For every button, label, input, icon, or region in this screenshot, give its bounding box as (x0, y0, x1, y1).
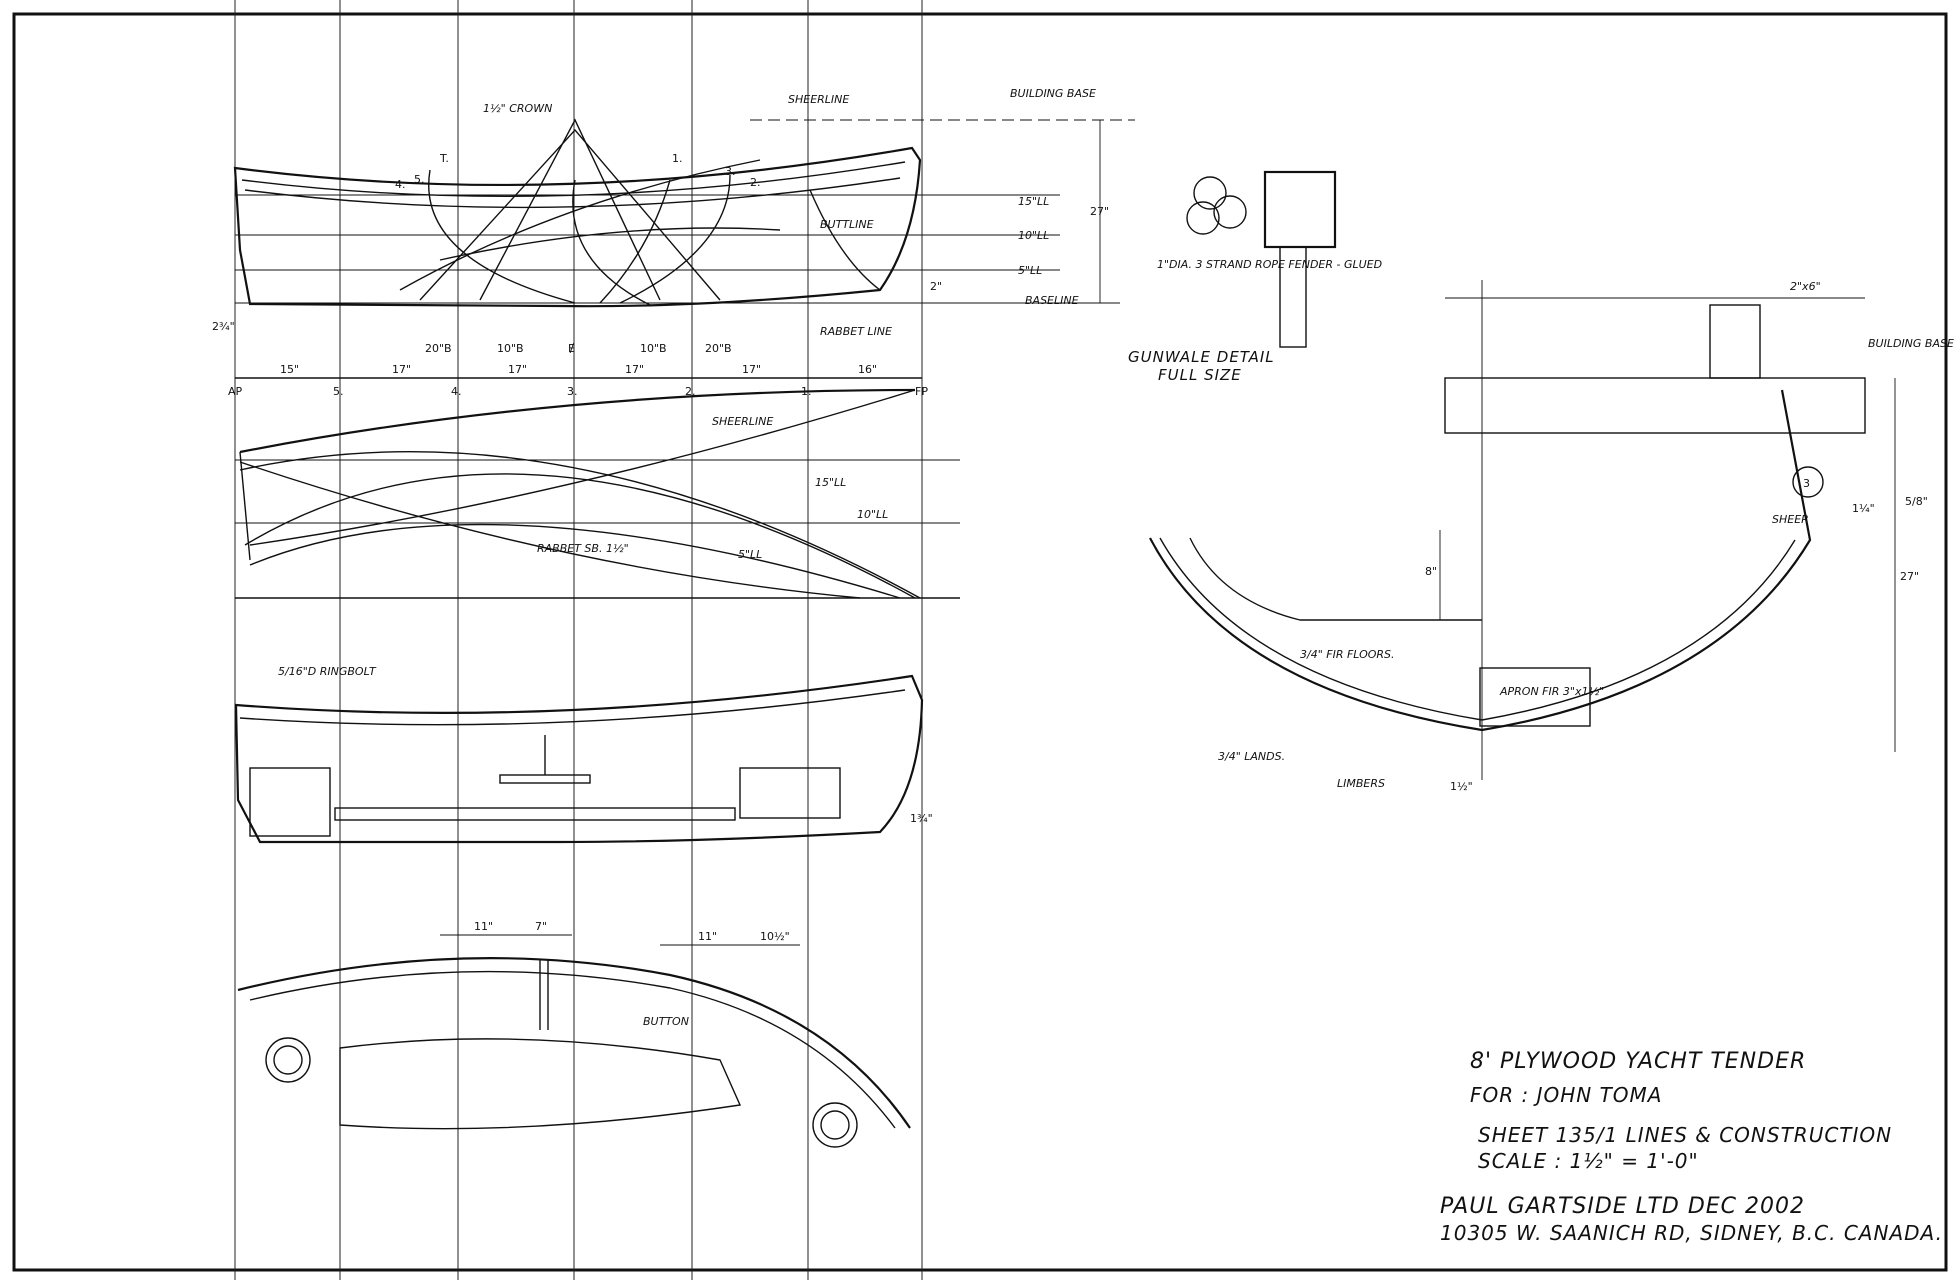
buttock-20-fwd: 20"B (705, 342, 732, 355)
station-num-t: T. (439, 152, 449, 165)
buttock-10-fwd: 10"B (640, 342, 667, 355)
wl-15-plan-label: 15"LL (815, 476, 846, 489)
dim-1-1-2: 1½" (1450, 780, 1473, 793)
spacing-6: 16" (858, 363, 877, 376)
buttock-10-aft: 10"B (497, 342, 524, 355)
dim-1-3-4: 1¾" (910, 812, 933, 825)
title-line-4: SCALE : 1½" = 1'-0" (1478, 1149, 1699, 1173)
station-num-5: 5. (414, 173, 425, 186)
dim-5-8: 5/8" (1905, 495, 1928, 508)
title-line-1: 8' PLYWOOD YACHT TENDER (1470, 1049, 1806, 1074)
station-fp: FP (915, 385, 928, 398)
spacing-4: 17" (625, 363, 644, 376)
button-label: BUTTON (643, 1015, 689, 1028)
gunwale-detail: 1"DIA. 3 STRAND ROPE FENDER - GLUED GUNW… (1128, 170, 1382, 384)
profile-view: BUILDING BASE 1½" CROWN SHEERLINE 15"LL … (212, 87, 1135, 355)
building-base-right-label: BUILDING BASE (1868, 337, 1954, 350)
station-3: 3. (567, 385, 578, 398)
dim-8: 8" (1425, 565, 1437, 578)
station-4: 4. (451, 385, 462, 398)
limbers-label: LIMBERS (1337, 777, 1385, 790)
rabbet-line-label: RABBET LINE (820, 325, 892, 338)
dim-27: 27" (1090, 205, 1109, 218)
dim-1-4: 1¼" (1852, 502, 1875, 515)
title-line-2: FOR : JOHN TOMA (1470, 1083, 1663, 1107)
crown-label: 1½" CROWN (483, 102, 552, 115)
station-5: 5. (333, 385, 344, 398)
station-grid (234, 0, 1483, 1280)
station-2: 2. (685, 385, 696, 398)
plan-view: 11" 7" 11" 10½" BUTTON (237, 920, 911, 1148)
dim-27-right: 27" (1900, 570, 1919, 583)
ringbolt-label: 5/16"D RINGBOLT (278, 665, 377, 678)
stock-label: 2"x6" (1790, 280, 1821, 293)
wl-15-label: 15"LL (1018, 195, 1049, 208)
sheerline-plan-label: SHEERLINE (712, 415, 773, 428)
plan-dim-7: 7" (535, 920, 547, 933)
wl-5-label: 5"LL (1018, 264, 1042, 277)
wl-5-plan-label: 5"LL (738, 548, 762, 561)
sheet-border (12, 12, 1948, 1272)
dim-2-3-4: 2¾" (212, 320, 235, 333)
buttline-label: BUTTLINE (820, 218, 874, 231)
spacing-2: 17" (392, 363, 411, 376)
station-num-1: 1. (672, 152, 683, 165)
plan-dim-10-1-2: 10½" (760, 930, 790, 943)
midsection-detail: 2"x6" BUILDING BASE 3 SHEER 8" 27" 1¼" 5… (1149, 280, 1954, 793)
title-block: 8' PLYWOOD YACHT TENDER FOR : JOHN TOMA … (1440, 1049, 1943, 1245)
title-line-3: SHEET 135/1 LINES & CONSTRUCTION (1478, 1123, 1892, 1147)
station-row: AP 5. 4. 3. 2. 1. FP 15" 17" 17" 17" 17"… (228, 363, 928, 398)
fir-floors-label: 3/4" FIR FLOORS. (1300, 648, 1395, 661)
plan-dim-11b: 11" (698, 930, 717, 943)
full-size-label: FULL SIZE (1158, 366, 1242, 384)
dim-2: 2" (930, 280, 942, 293)
spacing-1: 15" (280, 363, 299, 376)
title-line-5: PAUL GARTSIDE LTD DEC 2002 (1440, 1194, 1805, 1219)
building-base-label: BUILDING BASE (1010, 87, 1096, 100)
spacing-3: 17" (508, 363, 527, 376)
spacing-5: 17" (742, 363, 761, 376)
station-num-2: 2. (750, 176, 761, 189)
half-breadth-view: SHEERLINE RABBET SB. 1½" 15"LL 10"LL 5"L… (235, 388, 960, 599)
inboard-profile-view: 5/16"D RINGBOLT 1¾" (234, 665, 933, 844)
station-ap: AP (228, 385, 243, 398)
apron-label: APRON FIR 3"x1½" (1499, 685, 1604, 698)
plan-dim-11a: 11" (474, 920, 493, 933)
rope-fender-label: 1"DIA. 3 STRAND ROPE FENDER - GLUED (1157, 258, 1382, 271)
gunwale-detail-label: GUNWALE DETAIL (1128, 348, 1275, 366)
buttock-20-aft: 20"B (425, 342, 452, 355)
rabbet-sb-label: RABBET SB. 1½" (537, 542, 629, 555)
station-num-4: 4. (395, 178, 406, 191)
lands-label: 3/4" LANDS. (1218, 750, 1285, 763)
sheer-label: SHEER (1772, 513, 1809, 526)
wl-10-plan-label: 10"LL (857, 508, 888, 521)
wl-10-label: 10"LL (1018, 229, 1049, 242)
baseline-label: BASELINE (1025, 294, 1079, 307)
buttock-centre: Ɇ (568, 342, 575, 355)
title-line-6: 10305 W. SAANICH RD, SIDNEY, B.C. CANADA… (1440, 1221, 1943, 1245)
station-circle-label: 3 (1803, 477, 1810, 490)
sheerline-label: SHEERLINE (788, 93, 849, 106)
station-num-3: 3. (725, 165, 736, 178)
